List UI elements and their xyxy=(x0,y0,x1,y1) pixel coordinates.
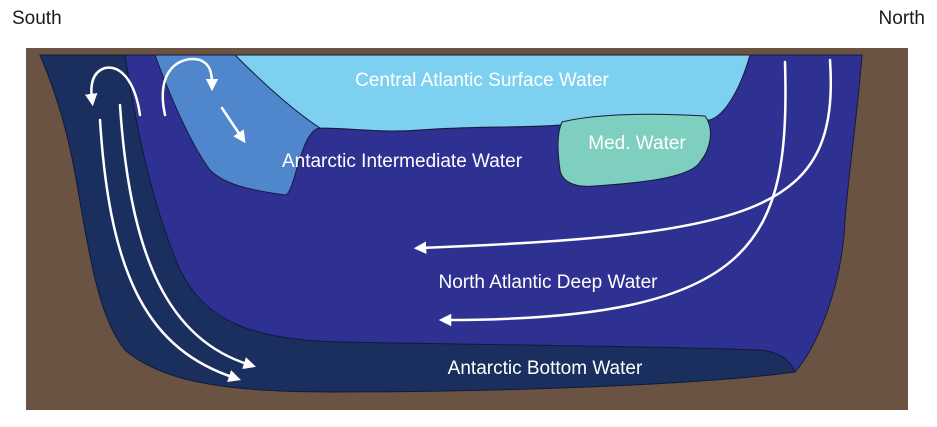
flow-arrows xyxy=(84,57,833,382)
mediterranean-water-region xyxy=(557,113,711,187)
surface-water-region xyxy=(233,54,751,132)
arrow-intermediate-down xyxy=(220,106,246,144)
mediterranean-water-label: Med. Water xyxy=(588,133,686,154)
deep-water-label: North Atlantic Deep Water xyxy=(439,272,659,293)
intermediate-water-label: Antarctic Intermediate Water xyxy=(282,151,523,172)
north-label: North xyxy=(878,8,925,29)
arrow-bottom-inner xyxy=(118,103,256,370)
arrow-north-deep-upper xyxy=(413,58,833,255)
arrow-surface-loop xyxy=(84,66,142,117)
arrow-bottom-outer xyxy=(98,118,241,382)
bottom-water-region xyxy=(39,54,796,393)
south-label: South xyxy=(12,8,62,29)
bottom-water-label: Antarctic Bottom Water xyxy=(448,358,643,379)
arrow-intermediate-loop xyxy=(161,57,219,117)
arrow-north-deep-lower xyxy=(438,60,787,327)
surface-water-label: Central Atlantic Surface Water xyxy=(355,70,609,91)
